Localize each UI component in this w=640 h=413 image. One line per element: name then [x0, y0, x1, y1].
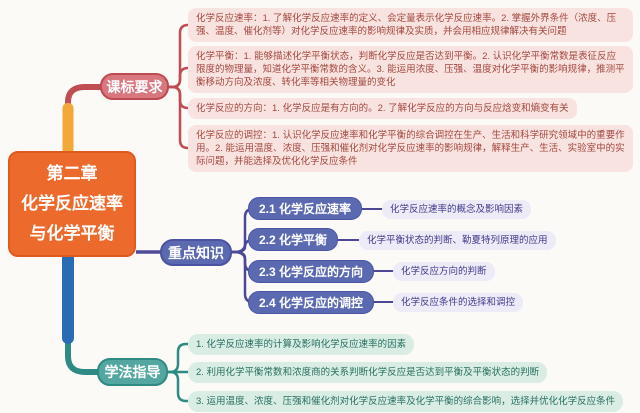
- branch-label-study-guide[interactable]: 学法指导: [97, 358, 168, 386]
- section-node-2-3[interactable]: 2.3 化学反应的方向: [248, 260, 375, 283]
- curriculum-item-3[interactable]: 化学反应的方向：1. 化学反应是有方向的。2. 了解化学反应的方向与反应焓变和熵…: [188, 98, 577, 119]
- curriculum-branch-line-4: [167, 85, 194, 150]
- central-topic-line3: 与化学平衡: [29, 224, 115, 243]
- branch-label-curriculum[interactable]: 课标要求: [100, 73, 169, 100]
- section-node-2-1[interactable]: 2.1 化学反应速率: [248, 197, 363, 220]
- study-guide-item-3[interactable]: 3. 运用温度、浓度、压强和催化剂对化学反应速率及化学平衡的综合影响，选择并优化…: [188, 391, 624, 412]
- blue-trunk-line: [62, 248, 74, 344]
- study-guide-item-2[interactable]: 2. 利用化学平衡常数和浓度商的关系判断化学反应是否达到平衡及平衡状态的判断: [188, 362, 548, 383]
- yellow-trunk-line: [62, 103, 74, 155]
- section-note-2-4[interactable]: 化学反应条件的选择和调控: [393, 293, 524, 312]
- curriculum-item-2[interactable]: 化学平衡：1. 能够描述化学平衡状态，判断化学反应是否达到平衡。2. 认识化学平…: [188, 46, 633, 93]
- section-node-2-4[interactable]: 2.4 化学反应的调控: [248, 291, 375, 314]
- study-guide-item-1[interactable]: 1. 化学反应速率的计算及影响化学反应速率的因素: [188, 334, 415, 355]
- study-branch-line-3: [166, 370, 194, 403]
- curriculum-item-1[interactable]: 化学反应速率：1. 了解化学反应速率的定义、会定量表示化学反应速率。2. 掌握外…: [188, 8, 633, 42]
- central-topic-line1: 第二章: [46, 164, 98, 183]
- central-topic-line2: 化学反应速率: [21, 194, 123, 213]
- red-curve-line: [65, 84, 104, 121]
- section-note-2-3[interactable]: 化学反应方向的判断: [393, 262, 495, 281]
- section-note-2-2[interactable]: 化学平衡状态的判断、勒夏特列原理的应用: [359, 231, 556, 250]
- central-topic-node[interactable]: 第二章 化学反应速率 与化学平衡: [8, 151, 136, 257]
- curriculum-item-4[interactable]: 化学反应的调控：1. 认识化学反应速率和化学平衡的综合调控在生产、生活和科学研究…: [188, 125, 633, 172]
- section-note-2-1[interactable]: 化学反应速率的概念及影响因素: [382, 200, 532, 219]
- branch-label-key-knowledge[interactable]: 重点知识: [160, 239, 232, 266]
- section-node-2-2[interactable]: 2.2 化学平衡: [248, 228, 339, 251]
- teal-curve-line: [65, 332, 102, 375]
